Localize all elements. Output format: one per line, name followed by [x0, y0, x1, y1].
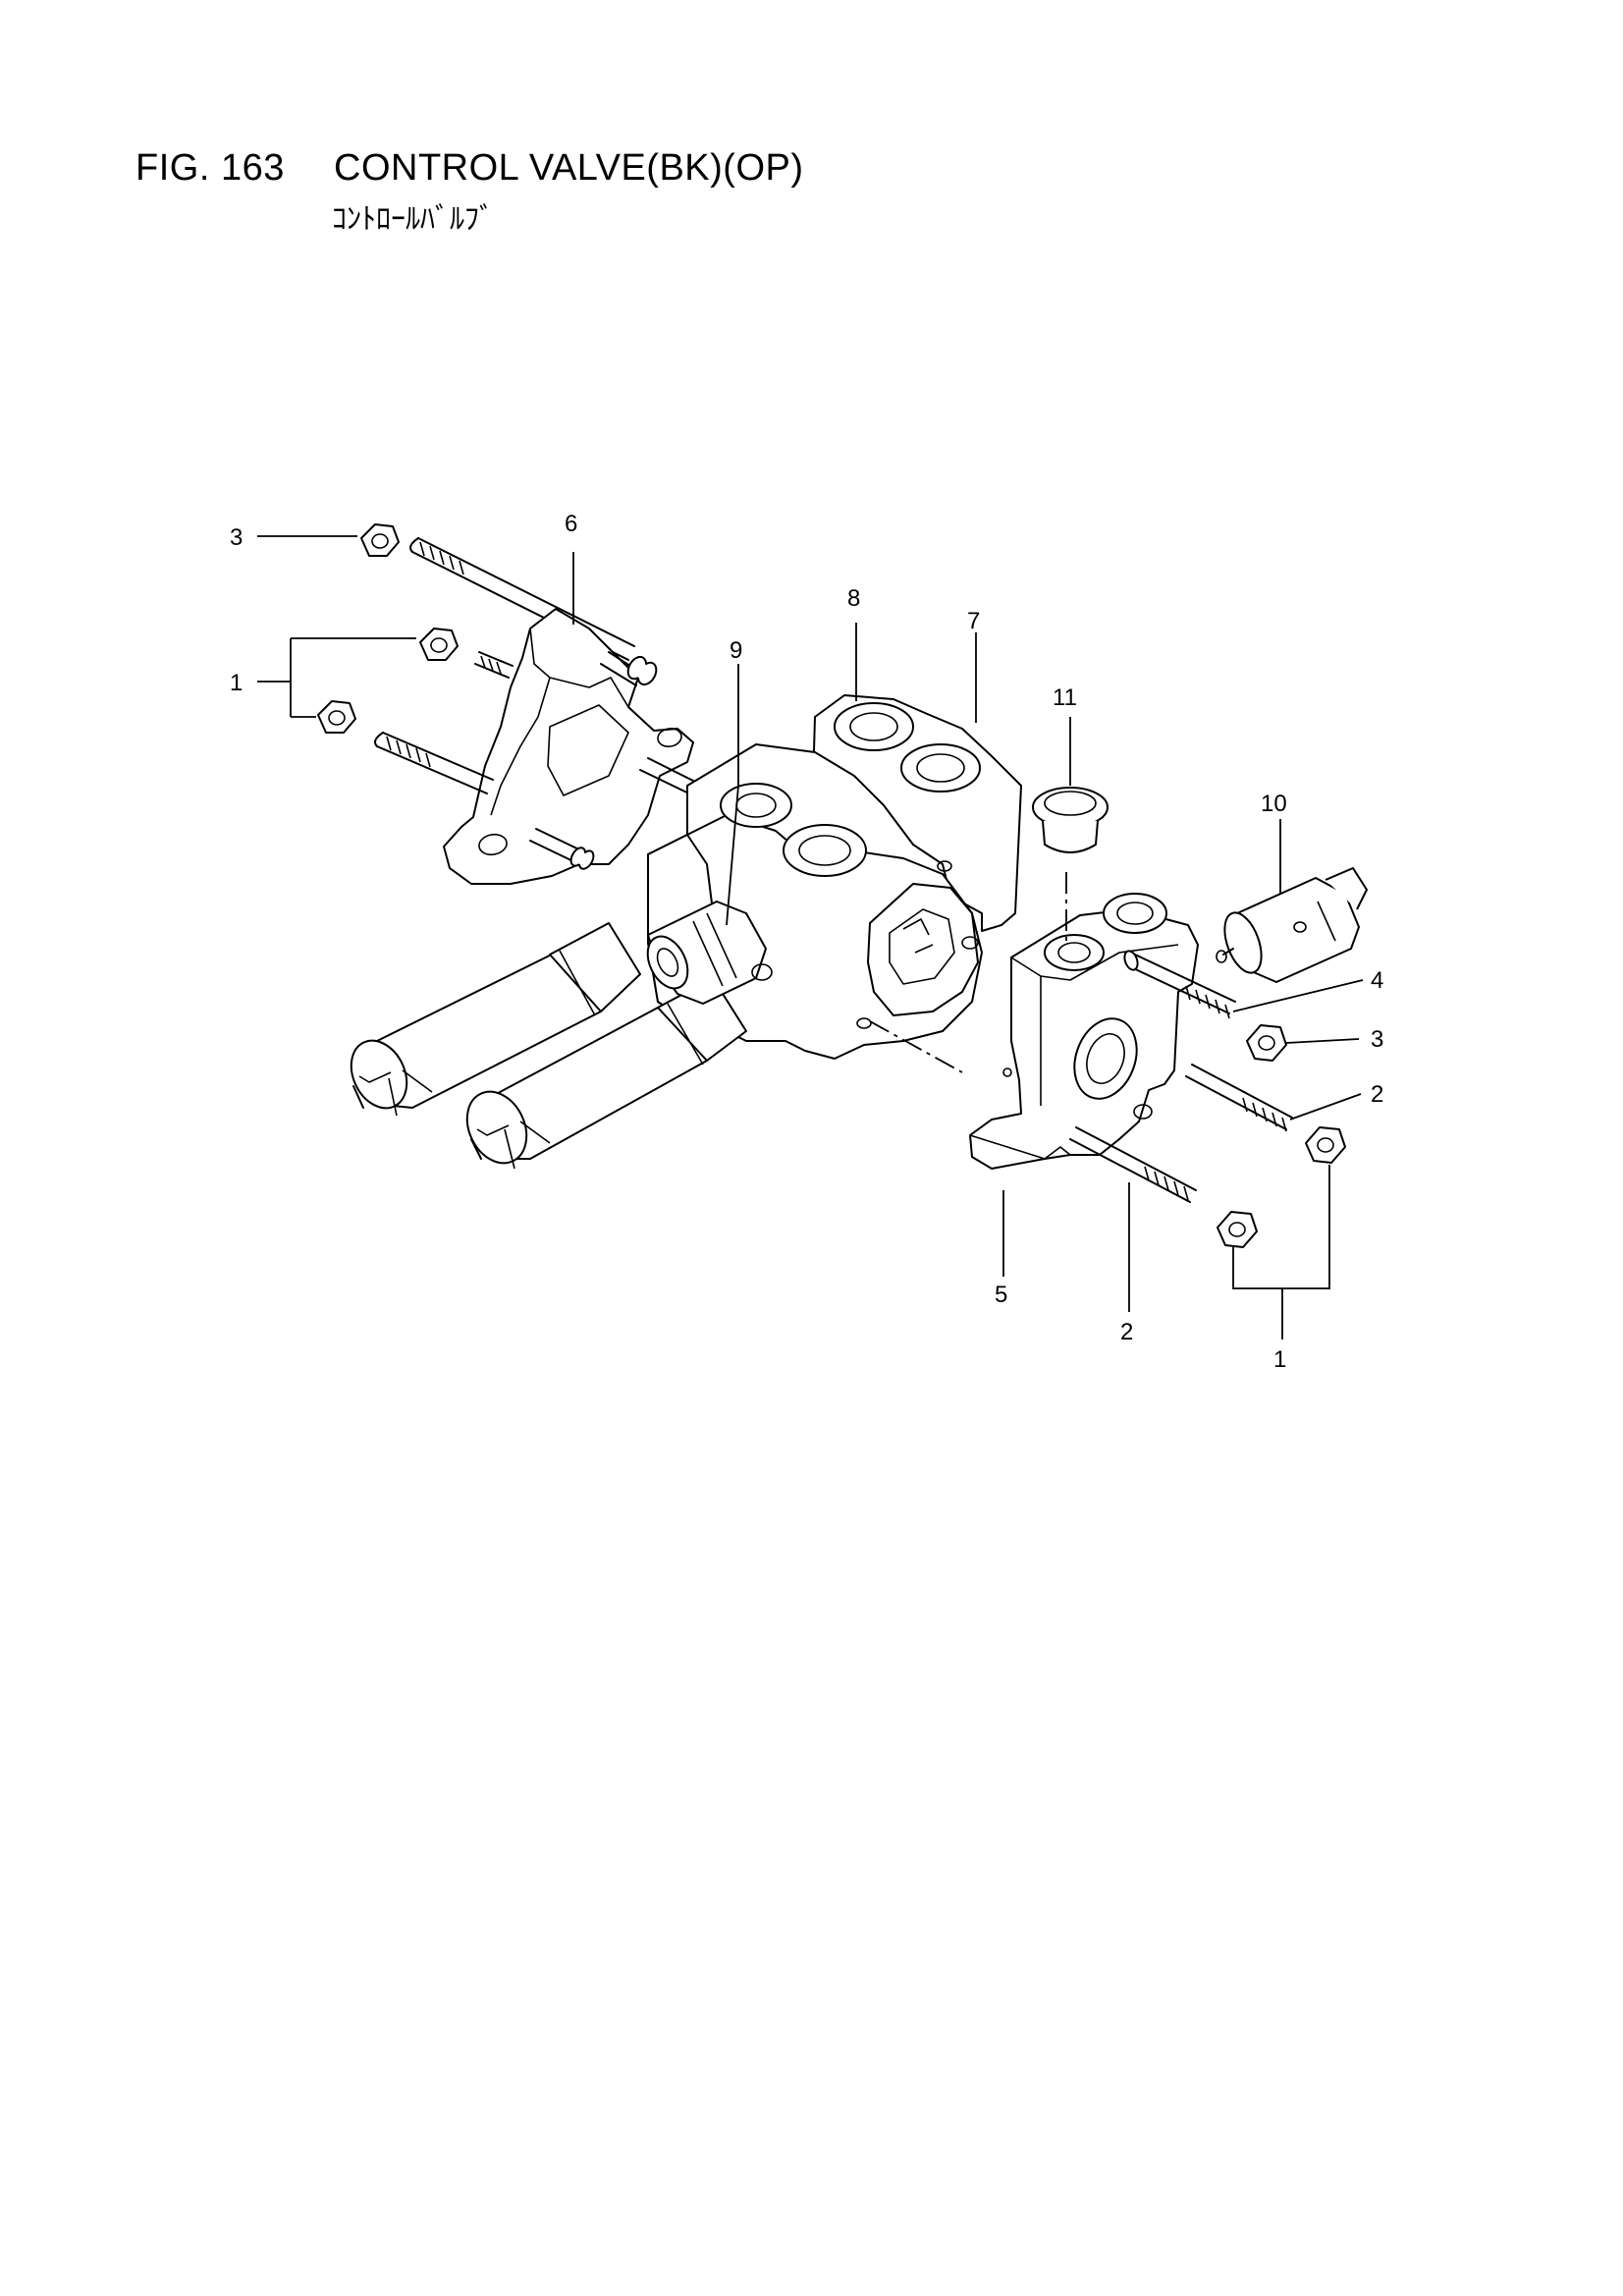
port-rear-mid	[900, 743, 981, 793]
nut-left-upper	[419, 628, 459, 661]
callout-6: 6	[565, 511, 577, 537]
nut-left-lower	[317, 700, 356, 734]
figure-subtitle: ｺﾝﾄﾛｰﾙﾊﾞﾙﾌﾞ	[332, 202, 494, 237]
short-stud	[474, 651, 514, 679]
callout-5: 5	[995, 1282, 1007, 1308]
figure-number: FIG. 163	[135, 147, 285, 189]
pressure-switch	[1216, 867, 1368, 983]
plug-part	[1032, 787, 1109, 945]
end-cover-part	[374, 537, 713, 885]
figure-title: CONTROL VALVE(BK)(OP)	[334, 147, 804, 189]
callout-4: 4	[1371, 967, 1383, 994]
stud-right-middle	[1185, 1064, 1293, 1132]
callout-7: 7	[967, 608, 980, 634]
port-rear-top	[834, 702, 914, 751]
nut-right-middle	[1305, 1126, 1346, 1164]
port-front	[783, 824, 867, 877]
callout-1-left: 1	[230, 670, 243, 696]
callout-2-bottom: 2	[1120, 1319, 1133, 1345]
stud-right-lower	[1069, 1126, 1197, 1203]
nut-right-lower	[1217, 1211, 1258, 1248]
nut-right-upper	[1246, 1024, 1287, 1062]
callout-2-right: 2	[1371, 1081, 1383, 1108]
callout-labels: 3 6 1 8 7 9 11 10 4 3 2 5 2 1	[230, 511, 1383, 1373]
leader-lines	[257, 535, 1364, 1339]
end-cover-body	[443, 608, 694, 885]
callout-3-right: 3	[1371, 1026, 1383, 1053]
nut-top-left	[360, 523, 400, 557]
callout-9: 9	[730, 637, 742, 664]
stud-right-upper	[1123, 950, 1236, 1019]
end-cover-right	[969, 893, 1199, 1170]
spool-actuator-assembly	[350, 901, 773, 1170]
figure-header: FIG. 163 CONTROL VALVE(BK)(OP)	[135, 147, 804, 190]
callout-3-top-left: 3	[230, 524, 243, 551]
callout-11: 11	[1053, 684, 1077, 711]
callout-8: 8	[847, 585, 860, 612]
lower-stud	[374, 732, 494, 794]
callout-1-bottom: 1	[1273, 1346, 1286, 1373]
callout-10: 10	[1261, 791, 1287, 817]
port-middle	[720, 783, 792, 828]
